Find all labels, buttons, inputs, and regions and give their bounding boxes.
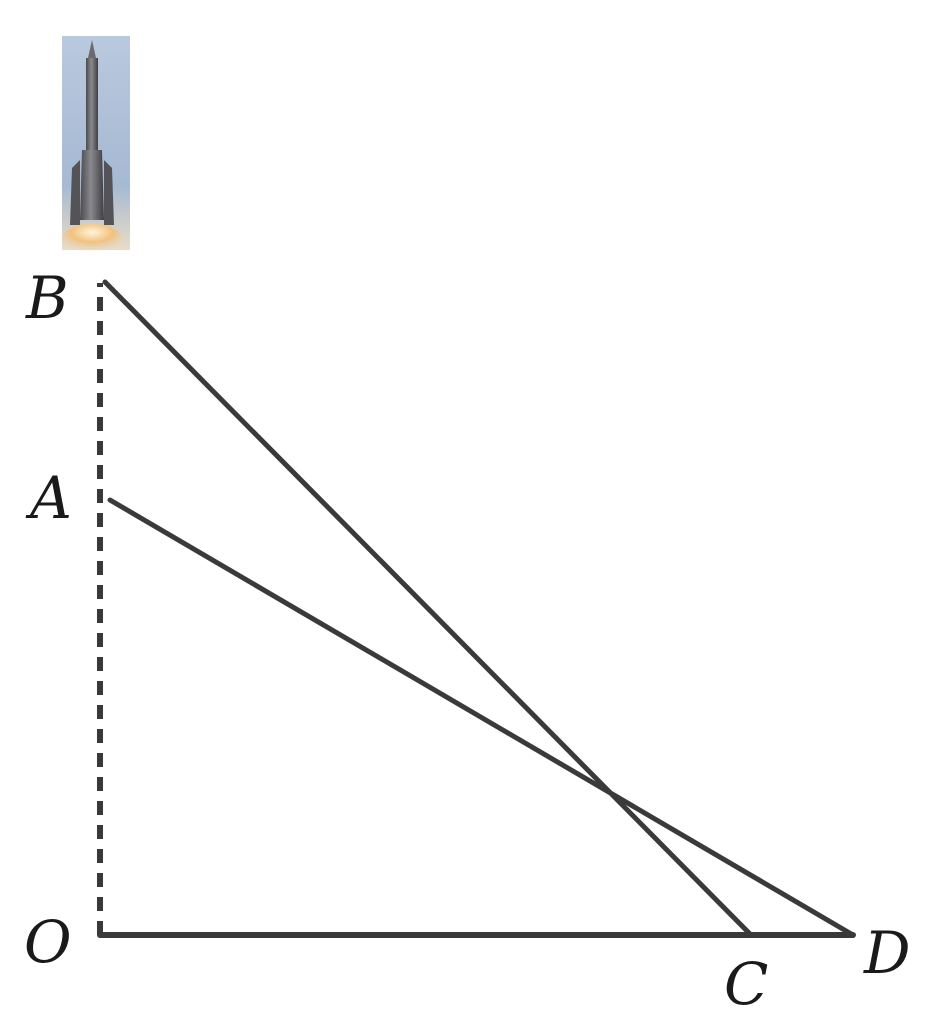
segment-AD — [107, 497, 856, 938]
label-O: O — [24, 908, 72, 976]
label-C: C — [724, 950, 768, 1009]
label-A: A — [25, 464, 72, 532]
rocket-icon — [62, 36, 130, 252]
label-B: B — [25, 264, 69, 332]
segments — [97, 279, 856, 938]
label-D: D — [863, 919, 911, 987]
segment-BC — [102, 279, 754, 938]
